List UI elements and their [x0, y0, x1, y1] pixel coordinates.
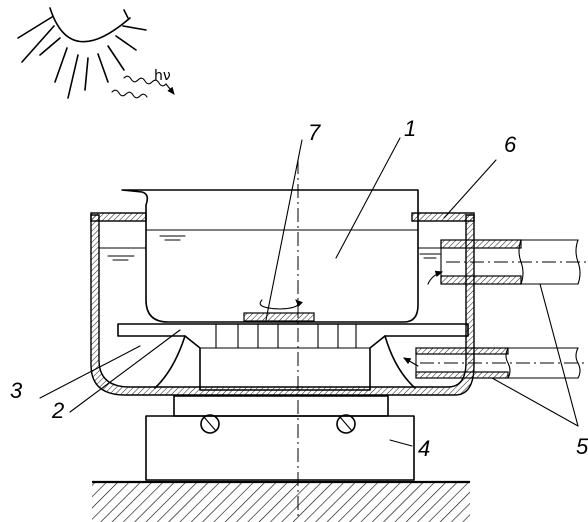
- callout-6: 6: [504, 132, 517, 157]
- stirrer-base: [145, 395, 415, 481]
- callout-5: 5: [576, 434, 588, 459]
- callout-2: 2: [51, 398, 64, 423]
- callout-3: 3: [10, 378, 23, 403]
- radiation-wave-icon: [111, 75, 175, 99]
- lid: [90, 212, 475, 222]
- callout-4: 4: [418, 436, 430, 461]
- stirrer-bar: [243, 312, 315, 322]
- reaction-vessel: [98, 189, 467, 323]
- upper-pipe: [440, 239, 586, 285]
- sun-icon: [17, 7, 147, 99]
- radiation-label: hν: [154, 68, 171, 84]
- ground: [92, 480, 470, 522]
- callout-1: 1: [404, 116, 416, 141]
- rotation-arrow-icon: [259, 299, 303, 310]
- support-table: [117, 323, 469, 391]
- lower-pipe: [415, 347, 586, 379]
- callout-7: 7: [308, 120, 321, 145]
- leader-lines: [39, 137, 579, 447]
- flow-arrow-icon: [403, 270, 444, 367]
